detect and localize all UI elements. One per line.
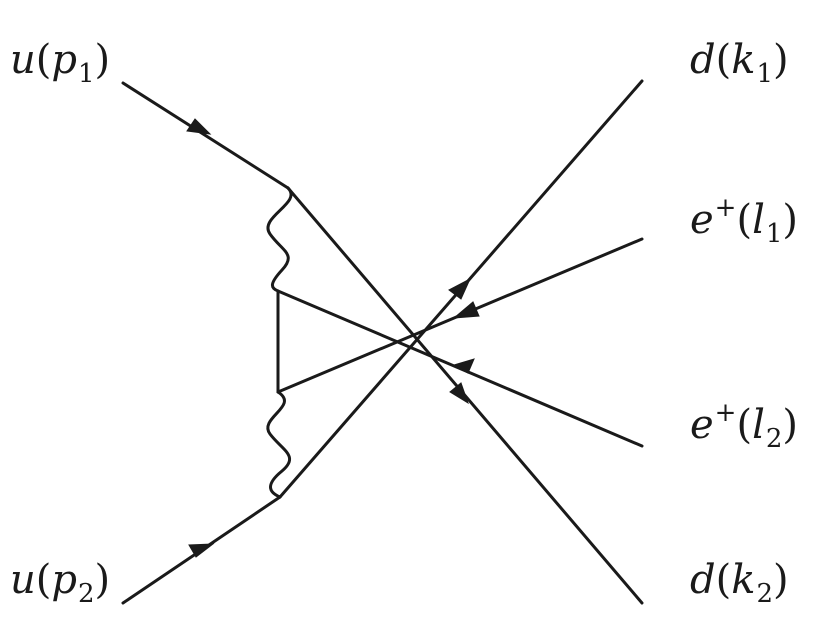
momentum-index: 1 xyxy=(77,59,95,89)
label-outgoing-4: d(k2) xyxy=(690,557,789,607)
label-outgoing-1: d(k1) xyxy=(690,37,789,87)
momentum-symbol: k xyxy=(731,37,756,83)
momentum-index: 1 xyxy=(765,219,783,249)
open-paren: ( xyxy=(715,557,732,603)
arrow-icon-incoming-top xyxy=(186,118,212,135)
close-paren: ) xyxy=(94,37,111,83)
momentum-symbol: k xyxy=(731,557,756,603)
arrow-icon-e-l2 xyxy=(452,358,475,374)
momentum-index: 2 xyxy=(765,424,783,454)
field-symbol: e xyxy=(690,197,714,243)
momentum-index: 2 xyxy=(756,579,774,609)
close-paren: ) xyxy=(782,197,799,243)
momentum-symbol: l xyxy=(752,197,765,243)
label-outgoing-3: e+(l2) xyxy=(690,400,799,452)
label-incoming-top: u(p1) xyxy=(10,37,111,87)
close-paren: ) xyxy=(782,402,799,448)
field-symbol: d xyxy=(690,37,716,83)
close-paren: ) xyxy=(773,37,789,83)
open-paren: ( xyxy=(736,402,753,448)
open-paren: ( xyxy=(35,557,52,603)
momentum-symbol: p xyxy=(51,37,77,83)
arrow-icon-d-k1 xyxy=(448,277,472,300)
momentum-symbol: l xyxy=(752,402,765,448)
field-symbol: u xyxy=(10,37,36,83)
charge-superscript: + xyxy=(714,193,737,223)
arrow-icon-e-l1 xyxy=(452,301,480,319)
open-paren: ( xyxy=(736,197,753,243)
momentum-symbol: p xyxy=(51,557,77,603)
field-symbol: u xyxy=(10,557,36,603)
arrow-icon-d-k2 xyxy=(449,382,469,405)
field-symbol: e xyxy=(690,402,714,448)
incoming-quark-line-top xyxy=(121,81,290,190)
close-paren: ) xyxy=(94,557,111,603)
momentum-index: 2 xyxy=(77,579,95,609)
charge-superscript: + xyxy=(714,398,737,428)
close-paren: ) xyxy=(773,557,789,603)
momentum-index: 1 xyxy=(756,59,774,89)
open-paren: ( xyxy=(35,37,52,83)
arrow-icon-incoming-bottom xyxy=(188,543,215,558)
field-symbol: d xyxy=(690,557,716,603)
label-outgoing-2: e+(l1) xyxy=(690,195,799,247)
boson-wavy-line-bottom xyxy=(266,390,291,499)
boson-wavy-line-top xyxy=(266,186,293,293)
label-incoming-bottom: u(p2) xyxy=(10,557,111,607)
open-paren: ( xyxy=(715,37,732,83)
